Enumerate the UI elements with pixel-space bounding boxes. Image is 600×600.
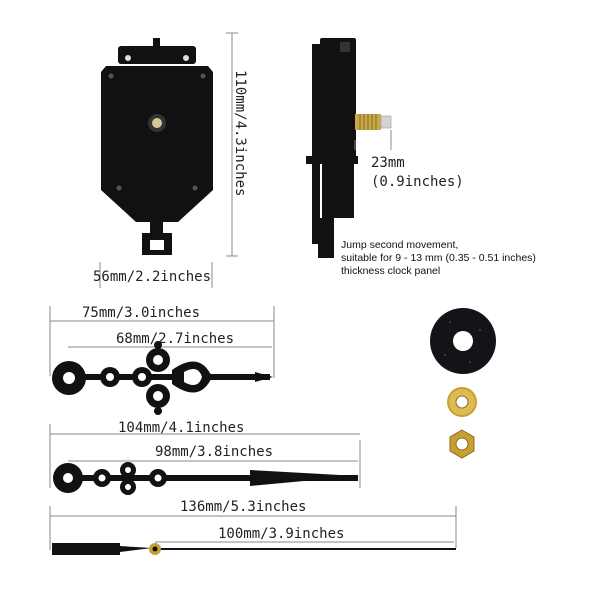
movement-top-cap: [118, 46, 196, 64]
shaft-dimension: 23mm (0.9inches): [354, 130, 464, 190]
second-hand-inner-label: 100mm/3.9inches: [218, 526, 344, 542]
note-line-2: suitable for 9 - 13 mm (0.35 - 0.51 inch…: [341, 252, 536, 264]
minute-hand-inner-label: 98mm/3.8inches: [155, 444, 273, 460]
mount-hole: [125, 55, 131, 61]
minute-hand-group: 104mm/4.1inches 98mm/3.8inches: [49, 420, 361, 495]
mount-hole: [200, 73, 206, 79]
shaft-threads: [359, 114, 377, 130]
height-dimension: 110mm/4.3inches: [226, 32, 248, 257]
pendulum-hook: [150, 222, 163, 234]
rubber-washer: [430, 308, 496, 374]
side-housing: [320, 38, 356, 158]
side-shaft-tip: [380, 115, 392, 129]
minute-hand: [53, 462, 358, 495]
side-bracket: [306, 156, 358, 164]
hex-nut: [449, 429, 475, 459]
side-lower-body: [322, 158, 354, 218]
second-hand: [52, 543, 456, 555]
shaft-length-inches: (0.9inches): [371, 174, 464, 190]
brass-washer: [447, 387, 477, 417]
hour-hand-total-label: 75mm/3.0inches: [82, 305, 200, 321]
movement-note: Jump second movement, suitable for 9 - 1…: [341, 239, 536, 277]
hour-hand: [52, 341, 273, 415]
movement-side-view: [306, 38, 392, 258]
hour-hand-group: 75mm/3.0inches 68mm/2.7inches: [49, 305, 275, 415]
mount-hole: [116, 185, 122, 191]
center-shaft: [152, 118, 162, 128]
note-line-3: thickness clock panel: [341, 265, 440, 277]
movement-front-view: [101, 38, 213, 255]
mount-hole: [192, 185, 198, 191]
pendulum-hook-slot: [150, 240, 164, 250]
movement-height-label: 110mm/4.3inches: [232, 70, 248, 196]
mount-hole: [108, 73, 114, 79]
note-line-1: Jump second movement,: [341, 239, 458, 251]
side-hook: [318, 218, 334, 258]
movement-body: [101, 66, 213, 222]
second-hand-group: 136mm/5.3inches 100mm/3.9inches: [49, 499, 457, 555]
accessories: [430, 308, 496, 459]
width-dimension: 56mm/2.2inches: [93, 262, 213, 288]
shaft-length-mm: 23mm: [371, 155, 405, 171]
movement-top-knob: [153, 38, 160, 48]
movement-width-label: 56mm/2.2inches: [93, 269, 211, 285]
side-back-plate: [312, 44, 320, 244]
second-hand-total-label: 136mm/5.3inches: [180, 499, 306, 515]
hour-hand-inner-label: 68mm/2.7inches: [116, 331, 234, 347]
side-top-detail: [340, 42, 350, 52]
mount-hole: [183, 55, 189, 61]
minute-hand-total-label: 104mm/4.1inches: [118, 420, 244, 436]
